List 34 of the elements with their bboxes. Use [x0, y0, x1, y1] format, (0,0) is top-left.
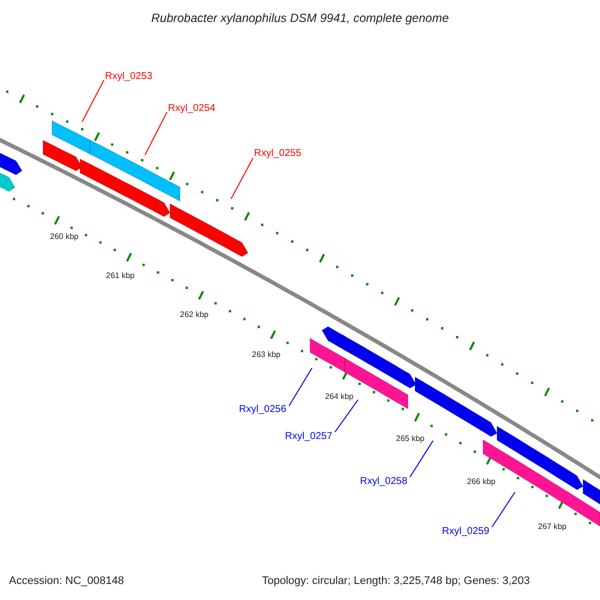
scale-label: 260 kbp: [50, 233, 78, 241]
gene-block: [582, 478, 600, 505]
gene-block: [310, 338, 346, 373]
gene-label: Rxyl_0254: [168, 104, 216, 114]
gene-block: [170, 203, 248, 257]
scale-label: 264 kbp: [325, 393, 354, 401]
gene-block: [496, 426, 584, 490]
gene-block: [342, 334, 416, 388]
genome-summary-text: Topology: circular; Length: 3,225,748 bp; Genes: 3,203: [262, 576, 530, 587]
scale-label: 267 kbp: [538, 523, 566, 531]
gene-label: Rxyl_0256: [239, 405, 286, 415]
gene-label: Rxyl_0258: [360, 477, 408, 487]
scale-label: 262 kbp: [180, 311, 208, 319]
accession-text: Accession: NC_008148: [9, 576, 124, 587]
leader-line: [230, 158, 254, 200]
leader-line: [288, 368, 312, 406]
gene-block: [90, 140, 180, 202]
gene-label: Rxyl_0257: [285, 432, 332, 442]
chart-title: Rubrobacter xylanophilus DSM 9941, complete genome: [150, 12, 450, 24]
leader-line: [410, 440, 434, 478]
gene-label: Rxyl_0255: [254, 149, 302, 159]
gene-block: [414, 376, 498, 437]
scale-label: 265 kbp: [396, 435, 424, 443]
leader-line: [82, 80, 104, 122]
gene-label: Rxyl_0259: [442, 527, 490, 537]
scale-label: 263 kbp: [252, 351, 280, 359]
gene-block: [52, 120, 90, 155]
leader-line: [144, 112, 168, 156]
scale-label: 261 kbp: [106, 272, 134, 280]
scale-label: 266 kbp: [467, 478, 496, 486]
gene-block: [80, 158, 170, 217]
gene-label: Rxyl_0253: [105, 72, 152, 82]
leader-line: [492, 492, 516, 528]
gene-block: [42, 140, 82, 172]
